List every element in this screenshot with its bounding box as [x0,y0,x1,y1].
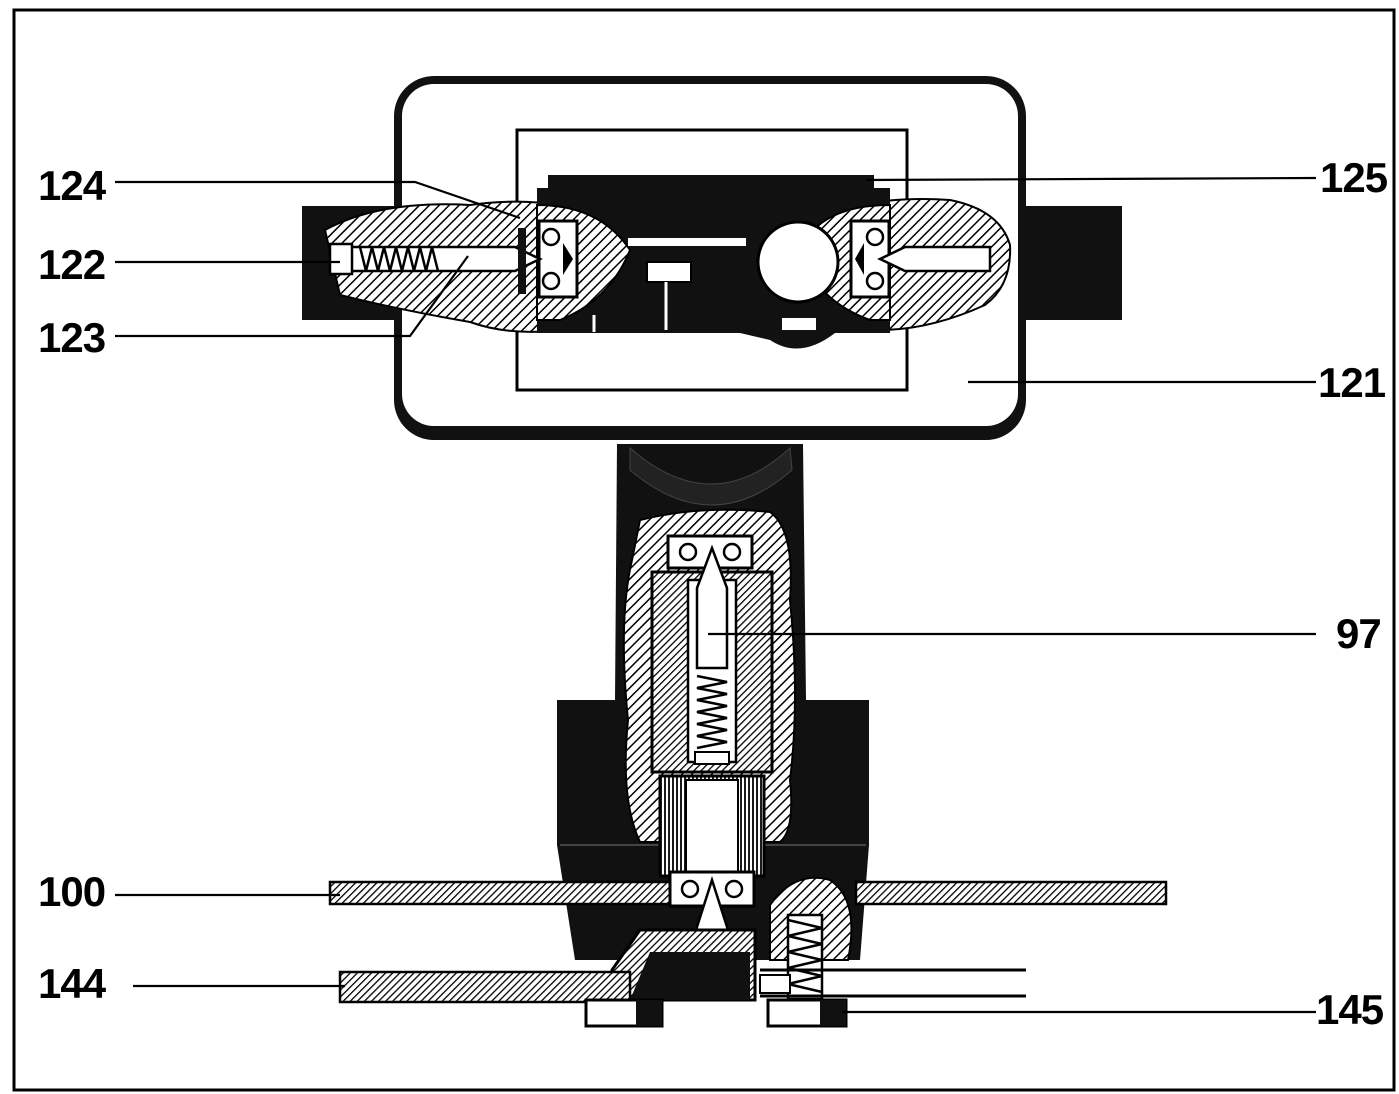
left-pin-collar [518,228,526,294]
upper-housing [302,76,1122,440]
label-145: 145 [1316,986,1384,1033]
leader-123 [115,255,469,338]
label-121: 121 [1318,359,1386,406]
label-124: 124 [38,162,107,209]
round-cup [756,220,840,304]
label-144: 144 [38,960,107,1007]
center-slot [628,238,746,246]
collar-bore [685,779,739,873]
base-assembly [328,870,1168,1028]
round-cup-base [782,318,816,330]
part-labels: 124 122 123 125 121 97 100 144 145 [38,154,1389,1033]
foot-right-dark [820,1000,846,1026]
label-125: 125 [1320,154,1388,201]
label-100: 100 [38,868,105,915]
leader-124 [115,180,521,220]
foot-left-dark [636,1000,662,1026]
column-spring [696,674,728,750]
label-97: 97 [1336,610,1381,657]
left-pin-cap [328,242,354,276]
leader-lines [115,176,1317,1014]
leader-125 [865,176,1317,182]
label-122: 122 [38,241,105,288]
center-box [646,261,692,283]
plate-100-left [328,880,672,906]
left-bearing [537,219,579,299]
stepped-block-core [630,952,750,1000]
diagram-frame [12,8,1396,1092]
plate-144 [338,970,632,1004]
top-plate-125 [548,175,874,189]
spring-seat [694,751,730,765]
plate-100-right [854,880,1168,906]
neck-highlight [629,446,793,506]
axial-needle [695,544,729,670]
plate-144-right-gap [759,974,791,994]
right-knob [1022,206,1122,320]
left-spring [358,246,440,272]
label-123: 123 [38,314,105,361]
screw-thread [787,918,823,994]
right-pivot-pin [877,245,992,273]
